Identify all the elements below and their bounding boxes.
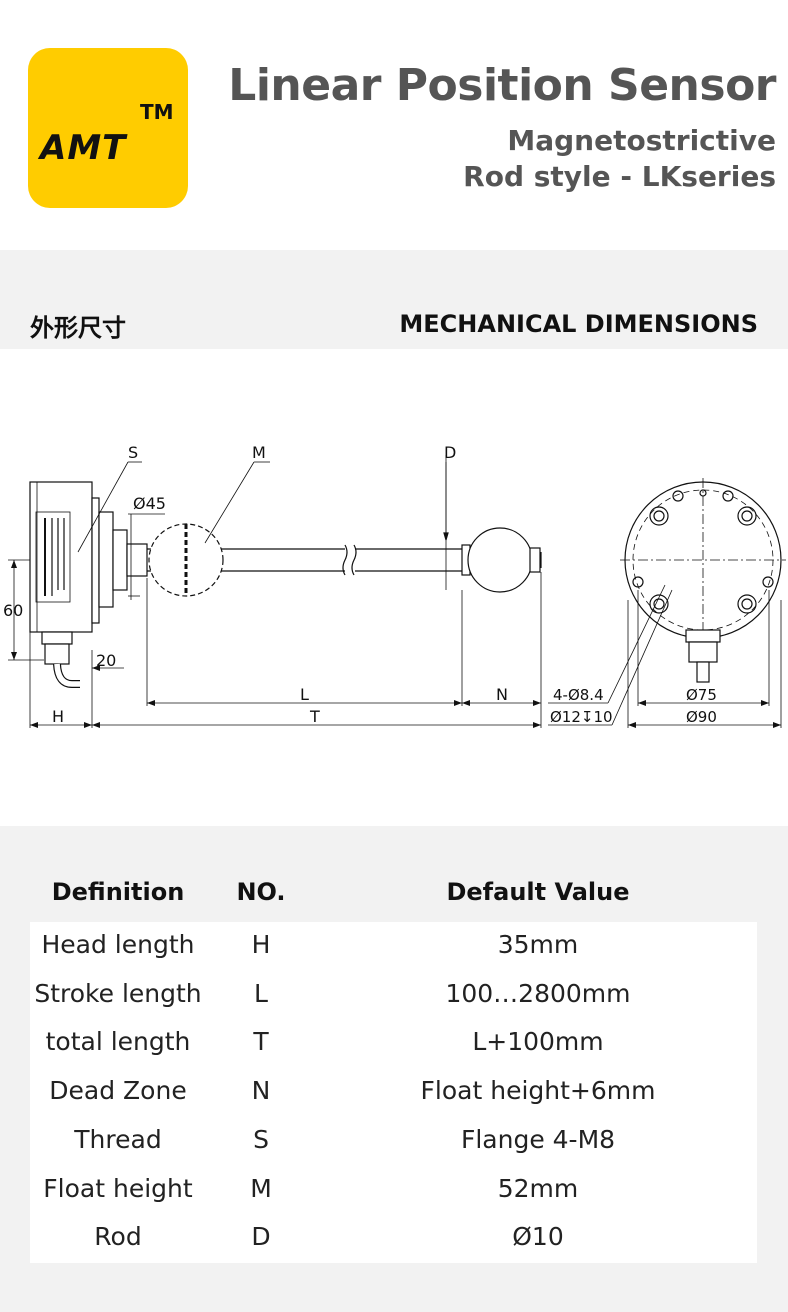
sensor-head (29, 481, 93, 633)
cell-default-value: 52mm (497, 1173, 579, 1203)
cell-default-value: 35mm (497, 930, 579, 959)
amt-logo: TM AMT (28, 48, 188, 208)
cell-definition: Float height (43, 1173, 193, 1203)
label-H: H (52, 707, 64, 726)
drawing-svg: S M D Ø45 60 20 L N H T 4-Ø8.4 Ø12↧10 Ø7… (3, 443, 786, 728)
cell-definition: Rod (94, 1222, 142, 1252)
label-20: 20 (96, 651, 116, 670)
cell-definition: total length (45, 1027, 191, 1057)
label-counterbore: Ø12↧10 (550, 708, 613, 726)
cell-no: M (250, 1173, 272, 1203)
table-header-row: Definition NO. Default Value (0, 878, 788, 922)
cell-definition: Head length (41, 930, 195, 959)
label-60: 60 (3, 601, 23, 620)
table-row: Thread S Flange 4-M8 (30, 1117, 757, 1166)
section-label-en: MECHANICAL DIMENSIONS (399, 310, 758, 338)
table-row: total length T L+100mm (30, 1019, 757, 1068)
cell-no: D (251, 1222, 271, 1252)
table-row: Dead Zone N Float height+6mm (30, 1068, 757, 1117)
label-M: M (252, 443, 266, 462)
cell-no: N (251, 1076, 271, 1106)
cell-default-value: L+100mm (472, 1027, 604, 1057)
label-T: T (309, 707, 320, 726)
label-phi90: Ø90 (686, 708, 717, 726)
cell-definition: Stroke length (34, 978, 202, 1008)
label-N: N (496, 685, 508, 704)
label-phi75: Ø75 (686, 686, 717, 704)
header: TM AMT Linear Position Sensor Magnetostr… (0, 0, 788, 250)
header-default-value: Default Value (446, 878, 630, 906)
subtitle-line1: Magnetostrictive (507, 124, 776, 157)
section-label-cn: 外形尺寸 (30, 314, 126, 342)
label-S: S (128, 443, 138, 462)
table-row: Stroke length L 100…2800mm (30, 971, 757, 1020)
logo-trademark: TM (140, 100, 174, 124)
cell-no: H (251, 930, 271, 959)
subtitle-line2: Rod style - LKseries (463, 160, 776, 193)
cell-no: L (254, 978, 268, 1008)
cell-definition: Thread (74, 1124, 162, 1154)
table-row: Float height M 52mm (30, 1166, 757, 1215)
float-ball (467, 527, 533, 593)
cell-definition: Dead Zone (49, 1076, 187, 1106)
cell-no: T (253, 1027, 269, 1057)
label-phi45: Ø45 (133, 494, 166, 513)
cell-default-value: 100…2800mm (445, 978, 631, 1008)
cell-default-value: Flange 4-M8 (460, 1124, 616, 1154)
table-row: Rod D Ø10 (30, 1214, 757, 1263)
label-holes: 4-Ø8.4 (553, 686, 604, 704)
page-title: Linear Position Sensor (228, 60, 776, 111)
section-band (0, 250, 788, 349)
cell-no: S (253, 1124, 269, 1154)
label-D: D (444, 443, 456, 462)
label-L: L (300, 685, 309, 704)
cell-default-value: Ø10 (512, 1222, 564, 1252)
header-definition: Definition (51, 878, 185, 906)
header-no: NO. (236, 878, 286, 906)
table-row: Head length H 35mm (30, 922, 757, 971)
cell-default-value: Float height+6mm (420, 1076, 656, 1106)
mechanical-drawing: S M D Ø45 60 20 L N H T 4-Ø8.4 Ø12↧10 Ø7… (0, 349, 788, 826)
spec-table: Head length H 35mm Stroke length L 100…2… (30, 922, 757, 1263)
logo-text: AMT (40, 128, 127, 168)
